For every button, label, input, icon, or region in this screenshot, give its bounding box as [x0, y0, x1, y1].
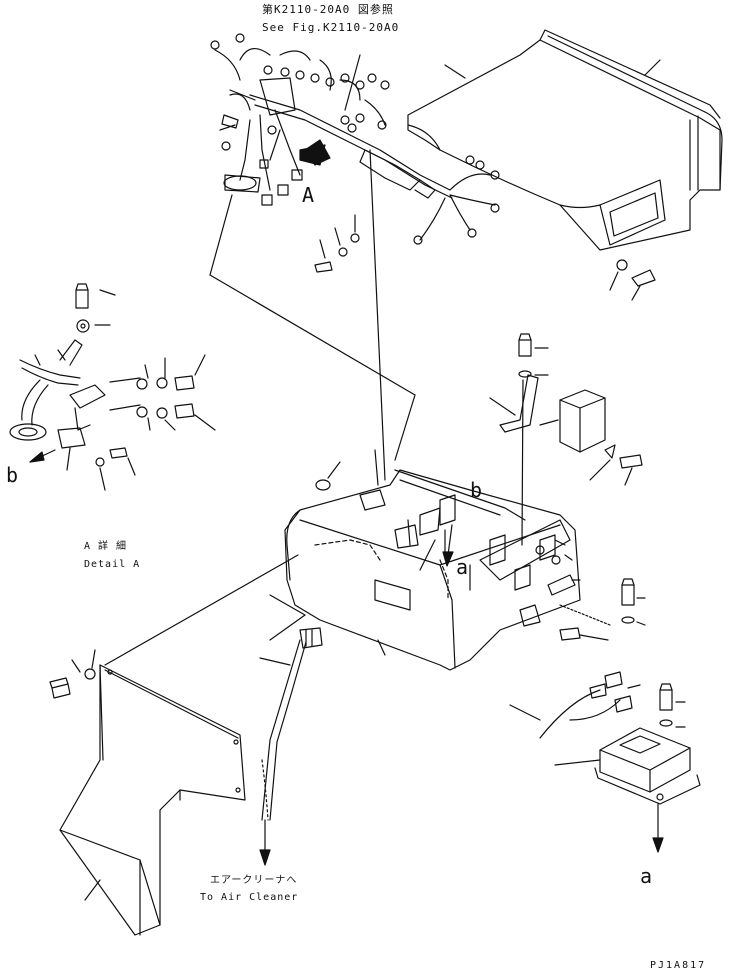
- reference-note-jp: 第K2110-20A0 図参照: [262, 3, 394, 16]
- air-cleaner-label-en: To Air Cleaner: [200, 892, 299, 903]
- callout-b-left: b: [6, 463, 19, 487]
- air-cleaner-label-jp: エアークリーナへ: [210, 875, 298, 886]
- callout-a-mid: a: [456, 555, 469, 579]
- bracket-and-relay: [499, 333, 643, 469]
- detail-a-label-en: Detail A: [84, 559, 141, 570]
- wiring-harness: [210, 33, 500, 245]
- reference-note-en: See Fig.K2110-20A0: [262, 21, 400, 34]
- air-hose: [261, 627, 323, 821]
- detail-a-arrow: [304, 139, 331, 166]
- detail-a-label-jp: A 詳 細: [84, 541, 128, 552]
- callout-a-bottom: a: [640, 864, 653, 888]
- console-box: [284, 469, 581, 671]
- rear-cover: [407, 29, 723, 251]
- controller-unit: [539, 671, 701, 805]
- callout-b-mid: b: [470, 478, 483, 502]
- drawing-code: PJ1A817: [650, 960, 707, 971]
- side-cover: [59, 664, 246, 936]
- callout-a-upper: A: [302, 183, 315, 207]
- detail-a-assembly: [9, 283, 195, 467]
